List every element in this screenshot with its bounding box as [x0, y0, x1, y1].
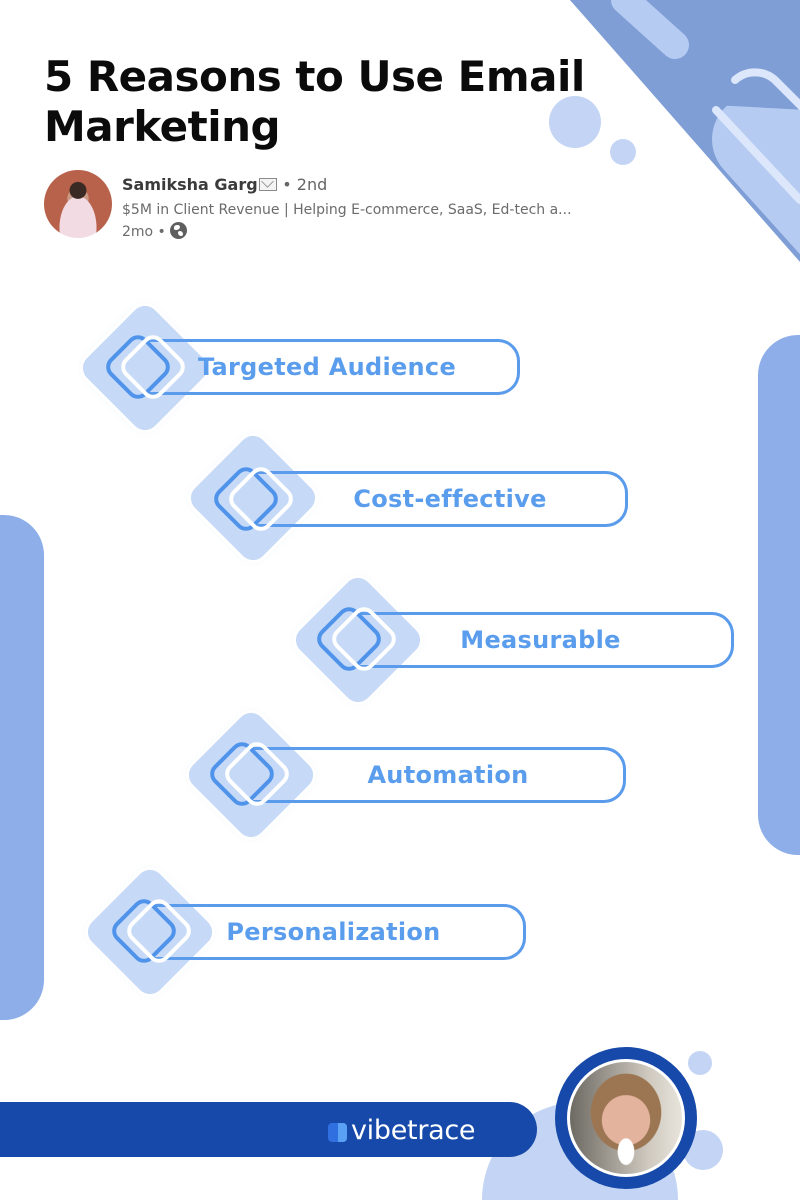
reason-item: Measurable: [288, 570, 738, 710]
reason-item: Personalization: [80, 862, 530, 1002]
footer-brand-bar: [0, 1102, 537, 1157]
connection-degree: • 2nd: [282, 175, 328, 194]
left-decor-bar: [0, 515, 44, 1020]
author-name-line: Samiksha Garg • 2nd: [122, 175, 327, 194]
reason-pill: Targeted Audience: [147, 339, 520, 395]
author-block: Samiksha Garg • 2nd $5M in Client Revenu…: [44, 170, 604, 242]
author-name[interactable]: Samiksha Garg: [122, 175, 258, 194]
vibetrace-logo-icon: [328, 1123, 347, 1142]
presenter-photo-ring: [555, 1047, 697, 1189]
mail-icon: [258, 178, 277, 191]
reason-label: Measurable: [460, 626, 621, 654]
reason-label: Cost-effective: [353, 485, 547, 513]
author-headline: $5M in Client Revenue | Helping E-commer…: [122, 202, 572, 218]
author-avatar[interactable]: [44, 170, 112, 238]
presenter-photo: [567, 1059, 685, 1177]
post-time: 2mo •: [122, 224, 166, 240]
reason-label: Automation: [367, 761, 529, 789]
reason-pill: Cost-effective: [255, 471, 628, 527]
reason-label: Targeted Audience: [197, 353, 457, 381]
brand-logo[interactable]: vibetrace: [328, 1115, 476, 1146]
reason-item: Cost-effective: [183, 428, 633, 568]
reason-pill: Automation: [253, 747, 626, 803]
post-meta: 2mo •: [122, 222, 187, 240]
globe-icon: [169, 222, 187, 239]
top-right-decoration: [549, 0, 800, 300]
page-title: 5 Reasons to Use Email Marketing: [44, 52, 585, 151]
reason-item: Automation: [181, 705, 631, 845]
reason-label: Personalization: [226, 918, 441, 946]
right-decor-bar: [758, 335, 800, 855]
reason-item: Targeted Audience: [75, 298, 525, 438]
reason-pill: Measurable: [360, 612, 734, 668]
reason-pill: Personalization: [154, 904, 526, 960]
brand-name: vibetrace: [351, 1115, 476, 1146]
